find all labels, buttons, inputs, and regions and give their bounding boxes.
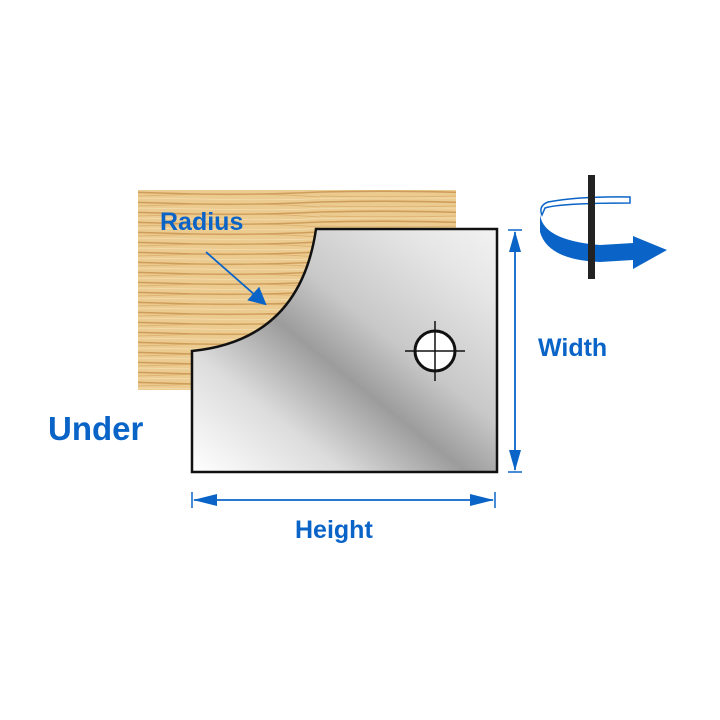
crosshair-hole-icon xyxy=(405,321,465,381)
height-label: Height xyxy=(295,516,373,544)
height-dimension xyxy=(191,492,496,508)
width-label: Width xyxy=(538,334,607,362)
cutter-blade xyxy=(190,227,499,474)
width-dimension xyxy=(508,229,522,473)
under-label: Under xyxy=(48,410,144,447)
radius-label: Radius xyxy=(160,208,243,236)
rotation-arrow-icon xyxy=(539,175,667,279)
radius-arrow xyxy=(205,251,267,306)
